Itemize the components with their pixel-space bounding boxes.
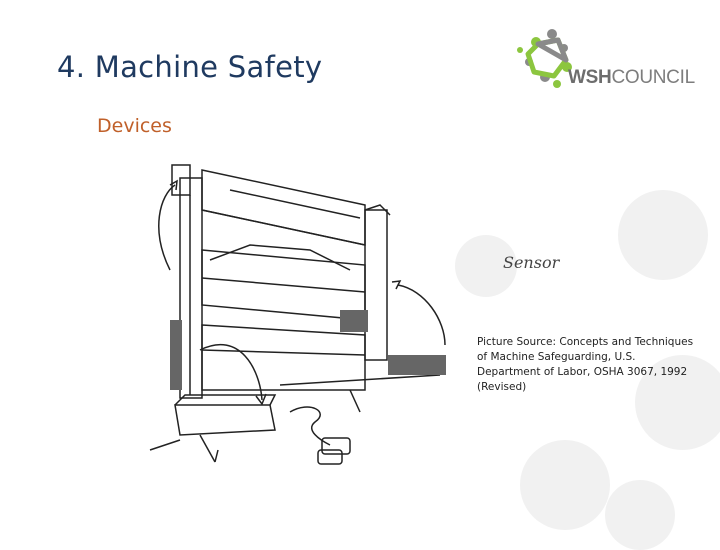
picture-source-caption: Picture Source: Concepts and Techniques … [477, 336, 694, 393]
decor-circle [520, 440, 610, 530]
decor-circle [635, 355, 720, 450]
slide-title: 4. Machine Safety [57, 50, 323, 84]
decor-circle [618, 190, 708, 280]
slide-subtitle: Devices [97, 115, 172, 137]
logo-wordmark: WSHCOUNCIL [568, 67, 695, 88]
wsh-council-logo [517, 29, 572, 88]
press-brake-illustration [149, 164, 446, 465]
decor-circle [605, 480, 675, 550]
sensor-label: Sensor [503, 253, 560, 272]
decor-circle [455, 235, 517, 297]
